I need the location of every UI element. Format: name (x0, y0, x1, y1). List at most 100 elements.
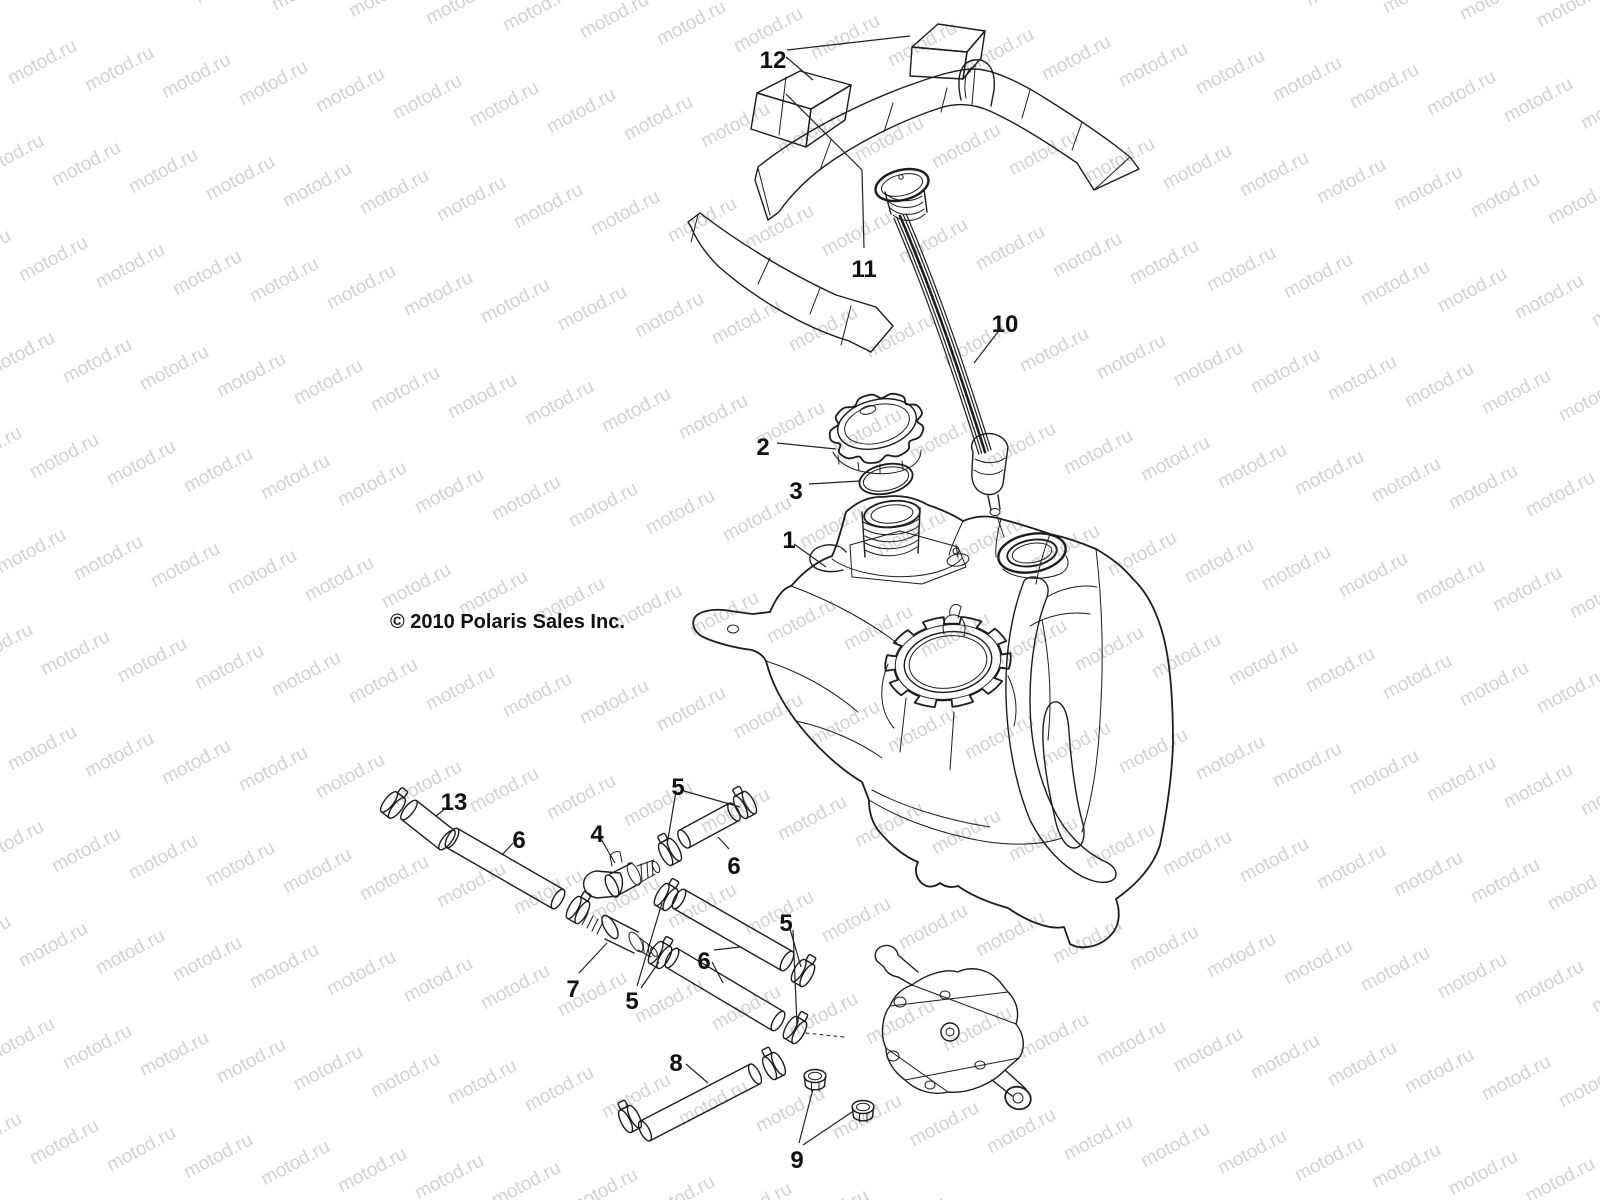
watermark-text: motod.ru (1038, 717, 1114, 771)
watermark-text: motod.ru (774, 105, 850, 159)
watermark-text: motod.ru (1269, 738, 1345, 792)
watermark-text: motod.ru (818, 893, 894, 947)
watermark-text: motod.ru (499, 0, 575, 36)
watermark-text: motod.ru (169, 246, 245, 300)
watermark-text: motod.ru (1522, 1153, 1598, 1200)
watermark-text: motod.ru (565, 1164, 641, 1200)
watermark-text: motod.ru (1555, 372, 1600, 426)
fuel-hose-13 (400, 799, 456, 851)
watermark-text: motod.ru (1016, 1009, 1092, 1063)
watermark-text: motod.ru (1038, 31, 1114, 85)
watermark-text: motod.ru (0, 225, 14, 279)
watermark-text: motod.ru (125, 830, 201, 884)
watermark-text: motod.ru (1137, 1118, 1213, 1172)
watermark-text: motod.ru (235, 56, 311, 110)
hose-clamp-5 (732, 785, 758, 820)
watermark-text: motod.ru (928, 805, 1004, 859)
sender-tube (893, 213, 992, 455)
watermark-text: motod.ru (1137, 432, 1213, 486)
watermark-text: motod.ru (1500, 73, 1576, 127)
watermark-text: motod.ru (1104, 527, 1180, 581)
watermark-text: motod.ru (312, 749, 388, 803)
watermark-text: motod.ru (521, 376, 597, 430)
watermark-text: motod.ru (1324, 1037, 1400, 1091)
watermark-text: motod.ru (1082, 133, 1158, 187)
watermark-text: motod.ru (213, 348, 289, 402)
watermark-text: motod.ru (1170, 337, 1246, 391)
watermark-text: motod.ru (15, 918, 91, 972)
watermark-text: motod.ru (378, 559, 454, 613)
watermark-text: motod.ru (1324, 351, 1400, 405)
flange-nut-9 (851, 1099, 875, 1123)
watermark-text: motod.ru (664, 193, 740, 247)
watermark-text: motod.ru (873, 1192, 949, 1200)
callout-leader-line (578, 942, 608, 974)
watermark-text: motod.ru (477, 960, 553, 1014)
cap-gasket-3 (858, 462, 914, 496)
watermark-text: motod.ru (1115, 724, 1191, 778)
watermark-text: motod.ru (862, 995, 938, 1049)
watermark-text: motod.ru (510, 865, 586, 919)
sender-tube-line (898, 214, 987, 454)
watermark-text: motod.ru (576, 0, 652, 43)
watermark-text: motod.ru (1379, 650, 1455, 704)
foam-block-12a (909, 23, 986, 80)
watermark-text: motod.ru (884, 703, 960, 757)
fuel-lines (379, 785, 875, 1142)
watermark-text: motod.ru (169, 932, 245, 986)
watermark-text: motod.ru (235, 742, 311, 796)
watermark-text: motod.ru (895, 900, 971, 954)
watermark-text: motod.ru (1203, 242, 1279, 296)
watermark-text: motod.ru (15, 232, 91, 286)
watermark-text: motod.ru (741, 200, 817, 254)
watermark-text: motod.ru (1577, 766, 1600, 820)
watermark-text: motod.ru (587, 872, 663, 926)
watermark-text: motod.ru (103, 1122, 179, 1176)
watermark-text: motod.ru (906, 1097, 982, 1151)
watermark-text: motod.ru (312, 63, 388, 117)
watermark-text: motod.ru (1412, 555, 1488, 609)
watermark-text: motod.ru (246, 939, 322, 993)
watermark-text: motod.ru (4, 721, 80, 775)
watermark-text: motod.ru (510, 179, 586, 233)
watermark-text: motod.ru (158, 735, 234, 789)
watermark-text: motod.ru (400, 953, 476, 1007)
sender-tube-line (893, 217, 980, 455)
watermark-text: motod.ru (620, 777, 696, 831)
watermark-text: motod.ru (543, 770, 619, 824)
watermark-text: motod.ru (653, 0, 729, 50)
watermark-text: motod.ru (1533, 664, 1600, 718)
callout-leader-line (789, 928, 802, 968)
callout-leader-line (785, 93, 865, 249)
hose-clamp-5 (782, 1010, 809, 1045)
watermark-text: motod.ru (92, 239, 168, 293)
watermark-text: motod.ru (147, 538, 223, 592)
watermark-text: motod.ru (466, 763, 542, 817)
watermark-text: motod.ru (0, 816, 47, 870)
watermark-text: motod.ru (1500, 759, 1576, 813)
watermark-text: motod.ru (136, 341, 212, 395)
fuel-tank-1 (692, 495, 1174, 949)
watermark-text: motod.ru (1269, 52, 1345, 106)
watermark-text: motod.ru (1005, 812, 1081, 866)
watermark-text: motod.ru (345, 654, 421, 708)
fuel-hose-6c (671, 888, 795, 972)
watermark-text: motod.ru (1588, 277, 1600, 331)
watermark-text: motod.ru (323, 260, 399, 314)
watermark-text: motod.ru (433, 172, 509, 226)
watermark-text: motod.ru (972, 221, 1048, 275)
watermark-text: motod.ru (554, 281, 630, 335)
watermark-text: motod.ru (873, 506, 949, 560)
watermark-text: motod.ru (1379, 0, 1455, 18)
watermark-text: motod.ru (1214, 439, 1290, 493)
watermark-text: motod.ru (224, 545, 300, 599)
watermark-text: motod.ru (620, 91, 696, 145)
callout-number: 1 (782, 527, 795, 554)
watermark-text: motod.ru (1093, 330, 1169, 384)
watermark-text: motod.ru (1346, 59, 1422, 113)
watermark-text: motod.ru (0, 714, 3, 768)
watermark-text: motod.ru (1434, 263, 1510, 317)
fuel-fitting-7 (581, 912, 658, 958)
watermark-text: motod.ru (1302, 643, 1378, 697)
